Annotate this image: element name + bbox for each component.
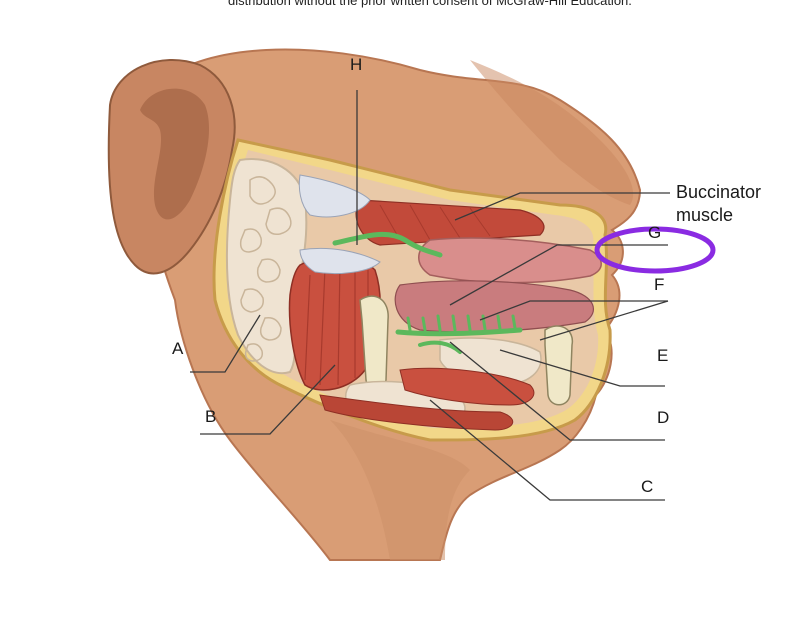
label-buccinator-line1: Buccinator	[676, 182, 762, 202]
label-buccinator-line2: muscle	[676, 205, 734, 225]
label-g: G	[648, 223, 662, 242]
label-a: A	[172, 339, 184, 358]
label-d: D	[657, 408, 670, 427]
label-c: C	[641, 477, 654, 496]
label-h: H	[350, 55, 363, 74]
highlight-circle	[594, 226, 716, 274]
label-e: E	[657, 346, 669, 365]
copyright-text: distribution without the prior written c…	[228, 0, 632, 8]
label-f: F	[654, 275, 665, 294]
parotid-duct	[332, 231, 443, 258]
leader-lines	[190, 90, 670, 501]
submandibular-duct	[395, 327, 523, 337]
label-b: B	[205, 407, 217, 426]
